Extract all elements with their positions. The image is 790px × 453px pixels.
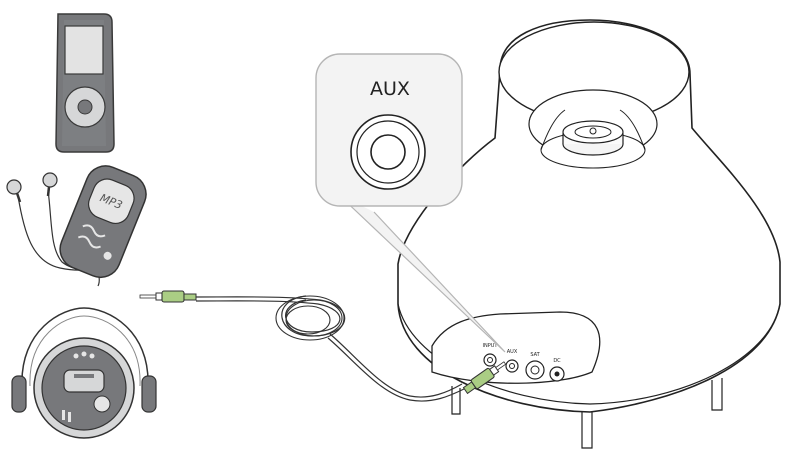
aux-callout-title: AUX bbox=[370, 78, 410, 100]
cd-player-device bbox=[12, 308, 156, 438]
mp3-player-device: MP3 bbox=[7, 160, 152, 286]
port-label-sat: SAT bbox=[530, 352, 540, 358]
media-player-device bbox=[56, 14, 114, 152]
cable-plug-left bbox=[140, 291, 196, 302]
headphone-cup-right bbox=[142, 376, 156, 412]
cd-display bbox=[64, 370, 104, 392]
port-label-dc: DC bbox=[553, 358, 561, 364]
headphone-cup-left bbox=[12, 376, 26, 412]
earbud-left bbox=[7, 180, 21, 202]
port-label-aux: AUX bbox=[507, 349, 518, 355]
earbud-right bbox=[43, 173, 57, 196]
power-knob bbox=[563, 121, 623, 143]
player-screen bbox=[65, 26, 103, 74]
aux-jack-enlarged bbox=[351, 115, 425, 189]
connector-panel bbox=[432, 312, 600, 383]
